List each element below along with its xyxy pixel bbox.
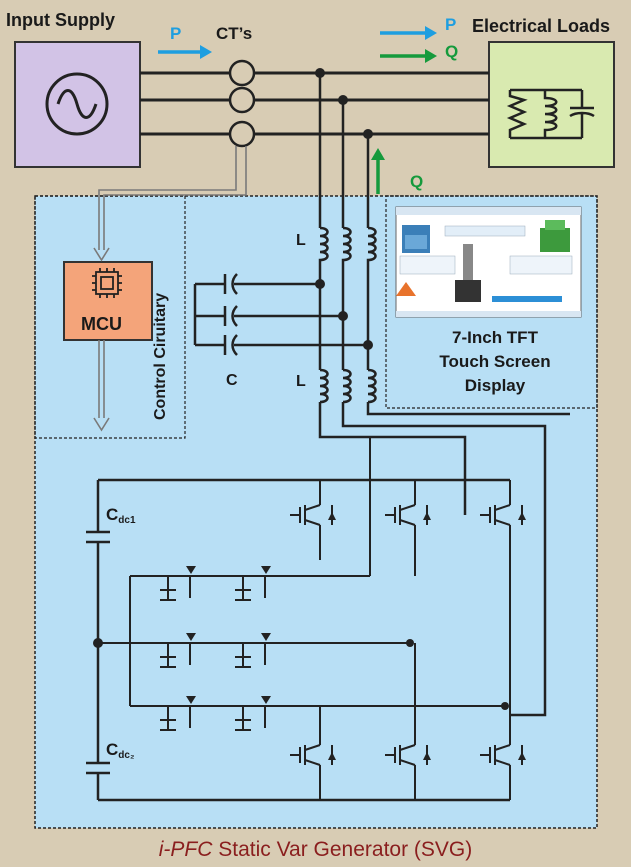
cdc2-label: Cdc₂ bbox=[106, 740, 135, 761]
tft-screen-image bbox=[395, 206, 582, 318]
inductors-bottom bbox=[319, 368, 377, 404]
cts-label: CT’s bbox=[216, 24, 253, 43]
caption-rest: Static Var Generator (SVG) bbox=[212, 838, 473, 861]
mcu-box bbox=[63, 261, 153, 341]
tft-display-title: 7-Inch TFT Touch Screen Display bbox=[396, 326, 594, 398]
upper-igbts bbox=[290, 480, 523, 706]
sine-wave-icon bbox=[56, 89, 98, 119]
control-circuitry-label: Control Ciruitary bbox=[152, 292, 169, 420]
mcu-label: MCU bbox=[81, 314, 122, 334]
tft-title-line1: 7-Inch TFT bbox=[452, 328, 538, 347]
control-circuitry-region bbox=[34, 195, 186, 439]
inductor-l-top-label: L bbox=[296, 232, 306, 249]
npc-clamp-switches bbox=[98, 437, 505, 707]
ac-source-icon bbox=[45, 72, 109, 136]
tft-title-line3: Display bbox=[464, 376, 526, 395]
caption-italic: i-PFC bbox=[158, 838, 213, 861]
input-supply-label: Input Supply bbox=[6, 10, 115, 30]
current-transformers bbox=[228, 59, 256, 148]
load-symbols-icon bbox=[506, 88, 595, 140]
capacitor-bank bbox=[193, 273, 368, 356]
inductors-top bbox=[318, 226, 377, 345]
tft-title-line2: Touch Screen bbox=[439, 352, 551, 371]
q-svg-label: Q bbox=[410, 172, 424, 191]
chip-icon bbox=[92, 268, 122, 298]
clamp-switch-icons bbox=[160, 576, 266, 731]
q-load-label: Q bbox=[445, 42, 459, 61]
p-load-label: P bbox=[445, 15, 457, 34]
tft-display-region bbox=[385, 195, 598, 409]
capacitor-c-label: C bbox=[226, 372, 238, 389]
cdc1-label: Cdc1 bbox=[106, 505, 136, 526]
electrical-loads-label: Electrical Loads bbox=[472, 16, 611, 36]
lower-igbts bbox=[290, 643, 523, 800]
figure-caption: i-PFC Static Var Generator (SVG) bbox=[0, 838, 631, 862]
inductor-l-bottom-label: L bbox=[296, 373, 306, 390]
p-input-label: P bbox=[170, 24, 182, 43]
dc-bus bbox=[86, 478, 510, 802]
